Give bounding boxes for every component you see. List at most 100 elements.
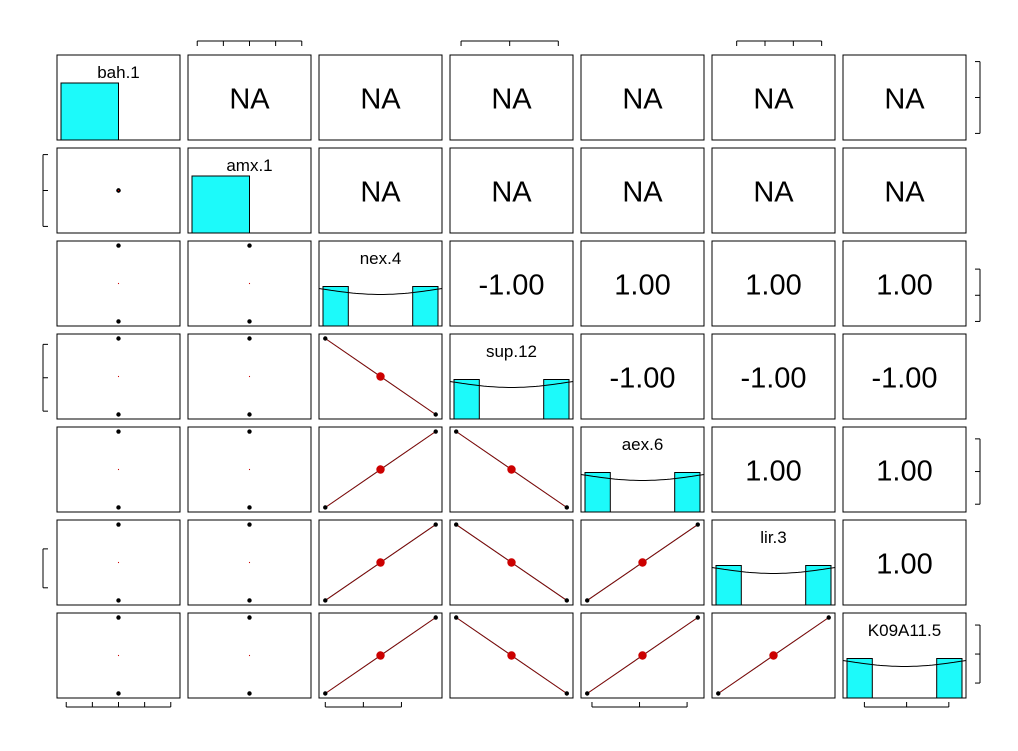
panel-6-2 [318, 612, 443, 699]
data-point [247, 598, 252, 603]
panel-frame [842, 519, 967, 606]
panel-6-5 [711, 612, 836, 699]
panel-1-5: NA [711, 147, 836, 234]
data-point [116, 522, 121, 527]
right-axis-bah-1 [975, 61, 981, 134]
correlation-value: -1.00 [478, 270, 544, 302]
panel-frame [580, 426, 705, 513]
panel-0-5: NA [711, 54, 836, 141]
panel-2-3: -1.00 [449, 240, 574, 327]
data-point [116, 319, 121, 324]
top-axis-sup-12 [460, 40, 559, 46]
panel-frame [842, 240, 967, 327]
data-point [453, 429, 459, 434]
correlation-value: NA [360, 84, 401, 116]
panel-frame [318, 333, 443, 420]
correlation-value: NA [622, 177, 663, 209]
mean-point [376, 651, 385, 660]
panel-frame [711, 147, 836, 234]
right-axis-k09a11-5 [975, 624, 981, 684]
panel-frame [449, 612, 574, 699]
panel-frame [318, 612, 443, 699]
panel-frame [842, 426, 967, 513]
histogram-bar [60, 82, 119, 141]
data-point [116, 691, 121, 696]
panel-1-6: NA [842, 147, 967, 234]
bottom-axis-bah-1 [65, 702, 172, 708]
data-point [116, 598, 121, 603]
histogram-bar-right [543, 379, 570, 420]
panel-frame [187, 240, 312, 327]
variable-label-aex-6: aex.6 [622, 435, 664, 454]
panel-2-6: 1.00 [842, 240, 967, 327]
panel-3-3: sup.12 [449, 333, 574, 420]
panel-6-3 [449, 612, 574, 699]
histogram-bar-right [674, 472, 701, 513]
data-point [247, 615, 252, 620]
panel-0-4: NA [580, 54, 705, 141]
data-point [323, 336, 328, 341]
histogram-bar-right [936, 658, 963, 699]
density-curve [318, 288, 443, 295]
panel-0-3: NA [449, 54, 574, 141]
data-point [826, 615, 831, 620]
correlation-value: 1.00 [876, 456, 932, 488]
data-point [585, 691, 590, 696]
correlation-value: NA [491, 84, 532, 116]
top-axis-lir-3 [736, 40, 823, 46]
data-point [247, 412, 252, 417]
data-point [116, 243, 121, 248]
data-point [716, 691, 721, 696]
panel-frame [318, 240, 443, 327]
panel-frame [711, 519, 836, 606]
panel-frame [711, 333, 836, 420]
panel-frame [187, 54, 312, 141]
correlation-value: 1.00 [876, 270, 932, 302]
panel-1-3: NA [449, 147, 574, 234]
data-point [564, 691, 570, 696]
panel-5-4 [580, 519, 705, 606]
data-point [585, 598, 590, 603]
correlation-value: NA [753, 84, 794, 116]
panel-3-5: -1.00 [711, 333, 836, 420]
correlation-value: -1.00 [609, 363, 675, 395]
density-curve [711, 567, 836, 574]
data-point [247, 505, 252, 510]
panel-frame [56, 426, 181, 513]
panel-4-3 [449, 426, 574, 513]
panel-frame [318, 426, 443, 513]
panel-2-1 [187, 240, 312, 327]
histogram-bar-left [453, 379, 480, 420]
panel-frame [580, 519, 705, 606]
correlation-value: -1.00 [871, 363, 937, 395]
data-point [116, 412, 121, 417]
panel-3-1 [187, 333, 312, 420]
variable-label-bah-1: bah.1 [97, 63, 140, 82]
panel-2-2: nex.4 [318, 240, 443, 327]
data-point [695, 615, 700, 620]
variable-label-amx-1: amx.1 [226, 156, 272, 175]
panel-0-0: bah.1 [56, 54, 181, 141]
panel-0-6: NA [842, 54, 967, 141]
panel-frame [711, 54, 836, 141]
mean-point [248, 468, 251, 471]
panel-frame [842, 54, 967, 141]
mean-point [248, 375, 251, 378]
panel-4-4: aex.6 [580, 426, 705, 513]
correlation-value: 1.00 [876, 549, 932, 581]
correlation-value: 1.00 [745, 456, 801, 488]
panel-2-4: 1.00 [580, 240, 705, 327]
correlation-value: NA [491, 177, 532, 209]
correlation-value: NA [884, 84, 925, 116]
panel-3-2 [318, 333, 443, 420]
data-point [116, 336, 121, 341]
variable-label-k09a11-5: K09A11.5 [868, 621, 941, 640]
data-point [247, 522, 252, 527]
data-point [433, 412, 438, 417]
panel-3-4: -1.00 [580, 333, 705, 420]
correlation-value: NA [753, 177, 794, 209]
correlation-value: 1.00 [614, 270, 670, 302]
panel-4-2 [318, 426, 443, 513]
panel-frame [187, 612, 312, 699]
panel-frame [187, 426, 312, 513]
